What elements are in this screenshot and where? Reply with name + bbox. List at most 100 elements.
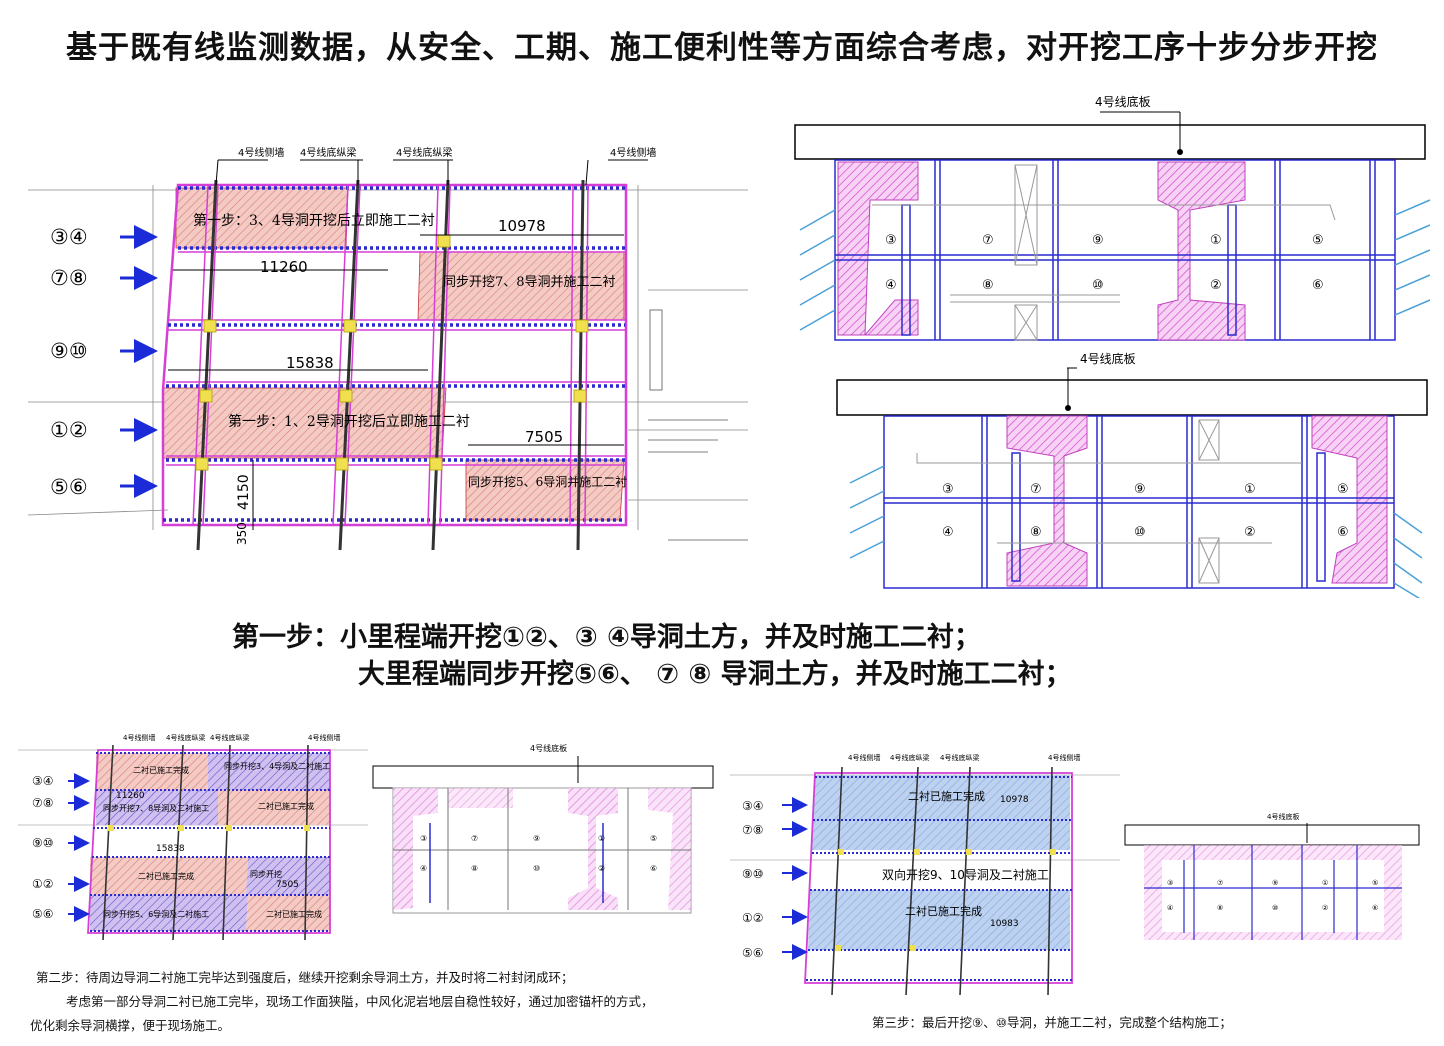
zone-text-12: 第一步：1、2导洞开挖后立即施工二衬 bbox=[228, 413, 470, 430]
s3-row-label-5: ⑤⑥ bbox=[742, 946, 764, 960]
s2-top-label-1: 4号线侧墙 bbox=[123, 733, 155, 742]
s2-zone-1: 二衬已施工完成 bbox=[133, 765, 189, 775]
s2-top-label-3: 4号线底纵梁 bbox=[210, 733, 249, 742]
row-label-56: ⑤⑥ bbox=[50, 475, 88, 499]
step3-caption: 第三步：最后开挖⑨、⑩导洞，并施工二衬，完成整个结构施工； bbox=[872, 1015, 1232, 1030]
s2-sec-l5: ⑥ bbox=[650, 864, 657, 873]
sec-bot-l2: ⑧ bbox=[1030, 525, 1042, 540]
sec-bot-u2: ⑦ bbox=[1030, 482, 1042, 497]
step2-caption-line3: 优化剩余导洞横撑，便于现场施工。 bbox=[30, 1018, 231, 1033]
s3-top-label-3: 4号线底纵梁 bbox=[940, 753, 979, 762]
s3-sec-u1: ③ bbox=[1167, 879, 1173, 887]
row-label-910: ⑨⑩ bbox=[50, 339, 88, 363]
slab-label: 4号线底板 bbox=[1095, 94, 1151, 109]
s2-top-label-2: 4号线底纵梁 bbox=[166, 733, 205, 742]
section-diagram-step3: 4号线底板 ③ ⑦ ⑨ ① ⑤ ④ ⑧ ⑩ ② ⑥ bbox=[1124, 812, 1420, 940]
sec-top-u5: ⑤ bbox=[1312, 233, 1324, 248]
sec-bot-u4: ① bbox=[1244, 482, 1256, 497]
section-diagram-bottom: 4号线底板 ③ ⑦ ⑨ ① ⑤ ④ ⑧ ⑩ ② ⑥ bbox=[836, 351, 1428, 598]
sec-top-l1: ④ bbox=[885, 278, 897, 293]
s2-row-label-4: ①② bbox=[32, 877, 54, 891]
s2-slab-label: 4号线底板 bbox=[530, 743, 567, 753]
dim-10978: 10978 bbox=[498, 217, 546, 235]
s3-row-label-2: ⑦⑧ bbox=[742, 823, 764, 837]
row-label-34: ③④ bbox=[50, 225, 88, 249]
s3-row-label-1: ③④ bbox=[742, 799, 764, 813]
s2-zone-5: 二衬已施工完成 bbox=[138, 871, 194, 881]
s2-row-label-2: ⑦⑧ bbox=[32, 796, 54, 810]
s2-sec-u4: ① bbox=[598, 834, 605, 843]
s3-zone-3: 二衬已施工完成 bbox=[905, 904, 982, 918]
s3-dim-1: 10978 bbox=[1000, 795, 1029, 805]
sec-top-u4: ① bbox=[1210, 233, 1222, 248]
s3-sec-u2: ⑦ bbox=[1217, 879, 1223, 887]
dim-350: 350 bbox=[235, 522, 249, 545]
sec-bot-l1: ④ bbox=[942, 525, 954, 540]
dim-11260: 11260 bbox=[260, 258, 308, 276]
s2-sec-u2: ⑦ bbox=[471, 834, 478, 843]
s2-sec-l1: ④ bbox=[420, 864, 427, 873]
s3-zone-1: 二衬已施工完成 bbox=[908, 789, 985, 803]
zone-text-34: 第一步：3、4导洞开挖后立即施工二衬 bbox=[193, 212, 435, 229]
s2-dim-3: 7505 bbox=[276, 880, 299, 890]
s2-dim-1: 11260 bbox=[116, 791, 145, 801]
s3-zone-2: 双向开挖9、10导洞及二衬施工 bbox=[882, 867, 1049, 882]
plan-diagram-step3: 4号线侧墙 4号线底纵梁 4号线底纵梁 4号线侧墙 10978 10983 二衬… bbox=[730, 753, 1120, 996]
s3-sec-u4: ① bbox=[1322, 879, 1328, 887]
s3-sec-l2: ⑧ bbox=[1217, 904, 1223, 912]
s2-zone-3: 同步开挖7、8导洞及二衬施工 bbox=[103, 803, 209, 813]
step2-caption-line2: 考虑第一部分导洞二衬已施工完毕，现场工作面狭隘，中风化泥岩地层自稳性较好，通过加… bbox=[66, 994, 654, 1009]
s3-slab-label: 4号线底板 bbox=[1267, 812, 1299, 821]
step1-line1: 第一步：小里程端开挖①②、③ ④导洞土方，并及时施工二衬； bbox=[232, 622, 981, 653]
s3-row-label-4: ①② bbox=[742, 911, 764, 925]
sec-bot-l3: ⑩ bbox=[1134, 525, 1146, 540]
s3-sec-l1: ④ bbox=[1167, 904, 1173, 912]
top-label-2: 4号线底纵梁 bbox=[300, 146, 356, 159]
s2-sec-u3: ⑨ bbox=[533, 834, 540, 843]
row-label-12: ①② bbox=[50, 418, 88, 442]
s3-sec-l3: ⑩ bbox=[1272, 904, 1278, 912]
plan-diagram-step2: 4号线侧墙 4号线底纵梁 4号线底纵梁 4号线侧墙 11260 15838 75… bbox=[18, 733, 368, 941]
s2-row-label-5: ⑤⑥ bbox=[32, 907, 54, 921]
s2-dim-2: 15838 bbox=[156, 844, 185, 854]
s2-sec-l3: ⑩ bbox=[533, 864, 540, 873]
s3-sec-u3: ⑨ bbox=[1272, 879, 1278, 887]
sec-top-l3: ⑩ bbox=[1092, 278, 1104, 293]
dim-15838: 15838 bbox=[286, 354, 334, 372]
sec-bot-u3: ⑨ bbox=[1134, 482, 1146, 497]
top-label-4: 4号线侧墙 bbox=[610, 146, 656, 159]
dim-7505: 7505 bbox=[525, 428, 563, 446]
top-label-1: 4号线侧墙 bbox=[238, 146, 284, 159]
sec-top-l5: ⑥ bbox=[1312, 278, 1324, 293]
s3-sec-l5: ⑥ bbox=[1372, 904, 1378, 912]
s2-zone-2: 同步开挖3、4导洞及二衬施工 bbox=[224, 761, 330, 771]
plan-diagram-step1: 4号线侧墙 4号线底纵梁 4号线底纵梁 4号线侧墙 10978 11260 15… bbox=[28, 146, 748, 551]
s3-dim-2: 10983 bbox=[990, 919, 1019, 929]
sec-bot-l4: ② bbox=[1244, 525, 1256, 540]
s2-sec-l4: ② bbox=[598, 864, 605, 873]
sec-top-u1: ③ bbox=[885, 233, 897, 248]
s3-top-label-2: 4号线底纵梁 bbox=[890, 753, 929, 762]
s2-zone-6: 同步开挖 bbox=[250, 869, 282, 879]
sec-top-u2: ⑦ bbox=[982, 233, 994, 248]
s2-sec-u1: ③ bbox=[420, 834, 427, 843]
sec-bot-l5: ⑥ bbox=[1337, 525, 1349, 540]
s3-row-label-3: ⑨⑩ bbox=[742, 867, 764, 881]
sec-bot-u1: ③ bbox=[942, 482, 954, 497]
step2-caption-line1: 第二步：待周边导洞二衬施工完毕达到强度后，继续开挖剩余导洞土方，并及时将二衬封闭… bbox=[36, 970, 574, 985]
zone-text-56: 同步开挖5、6导洞并施工二衬 bbox=[468, 474, 627, 489]
sec-bot-u5: ⑤ bbox=[1337, 482, 1349, 497]
s2-top-label-4: 4号线侧墙 bbox=[308, 733, 340, 742]
page-title: 基于既有线监测数据，从安全、工期、施工便利性等方面综合考虑，对开挖工序十步分步开… bbox=[66, 30, 1378, 66]
s2-zone-4: 二衬已施工完成 bbox=[258, 801, 314, 811]
zone-text-78: 同步开挖7、8导洞并施工二衬 bbox=[443, 275, 616, 290]
s2-sec-u5: ⑤ bbox=[650, 834, 657, 843]
s2-zone-8: 二衬已施工完成 bbox=[266, 909, 322, 919]
section-diagram-top: 4号线底板 ③ ⑦ ⑨ ① ⑤ bbox=[794, 94, 1430, 341]
step1-line2: 大里程端同步开挖⑤⑥、 ⑦ ⑧ 导洞土方，并及时施工二衬； bbox=[358, 659, 1072, 690]
s2-sec-l2: ⑧ bbox=[471, 864, 478, 873]
sec-top-l4: ② bbox=[1210, 278, 1222, 293]
top-label-3: 4号线底纵梁 bbox=[396, 146, 452, 159]
section-diagram-step2: 4号线底板 ③ ⑦ ⑨ ① ⑤ ④ ⑧ ⑩ ② ⑥ bbox=[372, 743, 714, 914]
s3-top-label-4: 4号线侧墙 bbox=[1048, 753, 1080, 762]
